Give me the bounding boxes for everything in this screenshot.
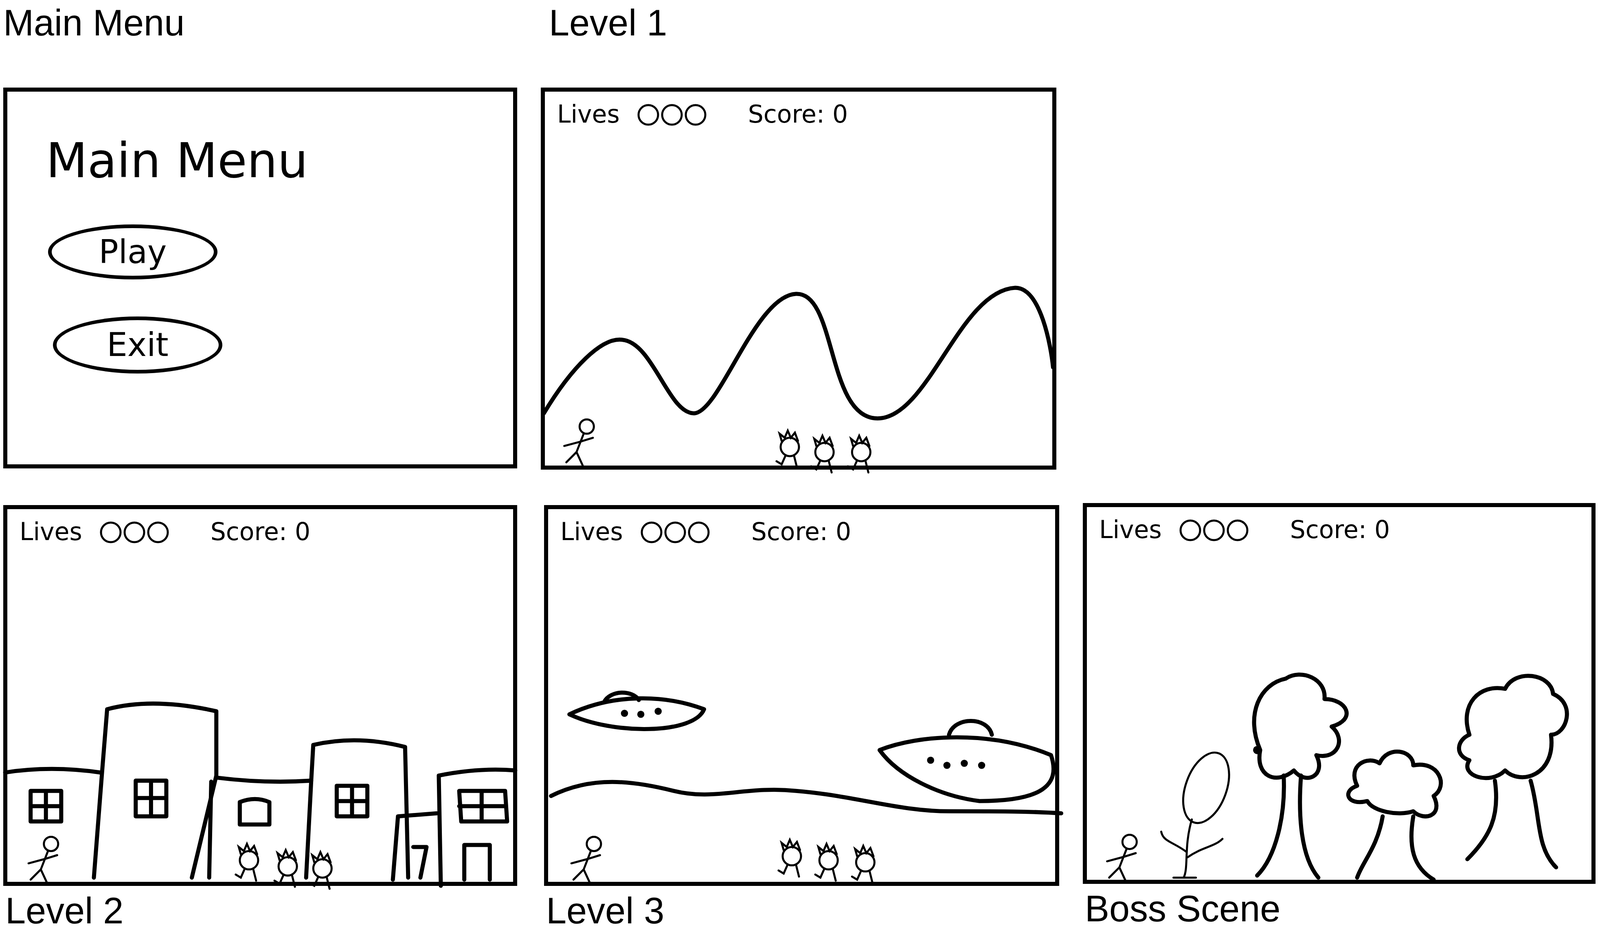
life-icon bbox=[1204, 520, 1224, 540]
score-label: Score: 0 bbox=[210, 517, 311, 545]
hud-bar: Lives Score: 0 bbox=[19, 517, 311, 545]
screen-panel: Level 2LivesScore: 0 bbox=[3, 504, 518, 886]
life-icon bbox=[685, 105, 706, 125]
lives-label: Lives bbox=[1099, 515, 1162, 543]
screen-label: Level 1 bbox=[548, 2, 668, 44]
screen-label: Boss Scene bbox=[1084, 888, 1281, 929]
hud-bar: Lives Score: 0 bbox=[1099, 515, 1390, 543]
screen-label: Level 3 bbox=[546, 890, 665, 931]
lives-icons bbox=[639, 519, 711, 544]
hud-bar: Lives Score: 0 bbox=[560, 517, 852, 545]
lives-icons bbox=[636, 101, 708, 127]
menu-button: Exit bbox=[52, 316, 223, 374]
lives-label: Lives bbox=[560, 517, 624, 545]
life-icon bbox=[124, 522, 145, 543]
screen-panel: Level 1LivesScore: 0 bbox=[540, 87, 1057, 470]
life-icon bbox=[1180, 520, 1201, 540]
screen-label: Level 2 bbox=[5, 890, 124, 931]
lives-icons bbox=[1178, 517, 1250, 542]
life-icon bbox=[1227, 520, 1248, 540]
screen-label: Main Menu bbox=[3, 2, 185, 44]
button-label: Exit bbox=[106, 327, 169, 363]
life-icon bbox=[638, 105, 659, 125]
lives-label: Lives bbox=[19, 517, 83, 545]
menu-button: Play bbox=[48, 224, 218, 280]
life-icon bbox=[662, 105, 682, 125]
button-label: Play bbox=[98, 234, 167, 270]
life-icon bbox=[665, 522, 685, 543]
life-icon bbox=[689, 522, 709, 543]
screen-panel: Boss SceneLivesScore: 0 bbox=[1082, 502, 1596, 884]
life-icon bbox=[148, 522, 168, 543]
score-label: Score: 0 bbox=[1290, 515, 1391, 543]
life-icon bbox=[100, 522, 121, 543]
lives-label: Lives bbox=[557, 100, 620, 128]
score-label: Score: 0 bbox=[751, 517, 852, 545]
life-icon bbox=[641, 522, 662, 543]
lives-icons bbox=[98, 519, 170, 544]
menu-title: Main Menu bbox=[46, 134, 308, 188]
screen-panel: Main MenuMain MenuPlayExit bbox=[3, 87, 518, 469]
hud-bar: Lives Score: 0 bbox=[557, 100, 848, 128]
score-label: Score: 0 bbox=[748, 100, 849, 128]
screen-panel: Level 3LivesScore: 0 bbox=[544, 504, 1060, 886]
